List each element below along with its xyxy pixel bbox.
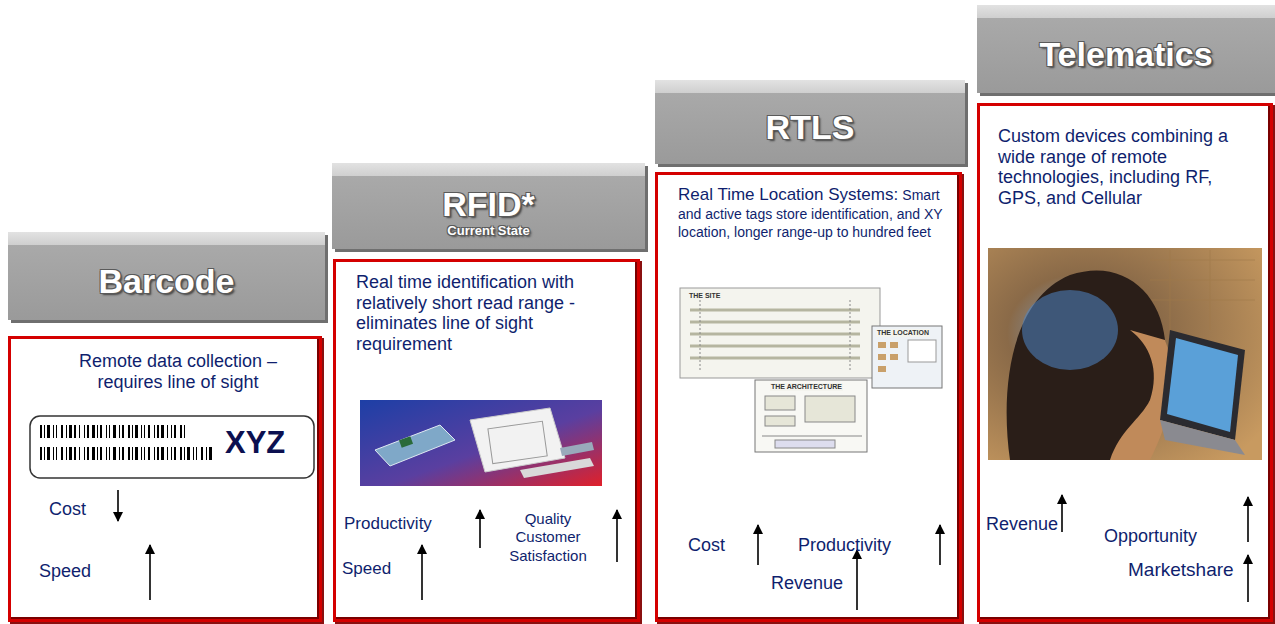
- text-block: Speed: [39, 561, 91, 582]
- up-arrow: [757, 525, 759, 565]
- telematics-photo: [988, 248, 1262, 460]
- up-arrow: [1247, 497, 1249, 542]
- rfid-tag-photo: [360, 400, 602, 486]
- up-arrow: [616, 510, 618, 562]
- text-block: Productivity: [344, 514, 432, 534]
- header-tab: Telematics: [977, 5, 1275, 93]
- box-text: Quality Customer Satisfaction: [509, 510, 587, 564]
- text-block: Revenue: [986, 514, 1058, 535]
- box-text: Custom devices combining a wide range of…: [998, 126, 1228, 208]
- text-block: Speed: [342, 559, 391, 579]
- illustration-label: THE SITE: [688, 292, 722, 300]
- content-box: Real Time Location Systems:Smart and act…: [655, 172, 962, 622]
- box-text: Opportunity: [1104, 526, 1197, 546]
- header-title: RTLS: [766, 109, 855, 146]
- text-block: Quality Customer Satisfaction: [492, 510, 604, 565]
- up-arrow: [939, 525, 941, 565]
- content-box: Remote data collection – requires line o…: [8, 336, 322, 622]
- box-text: Revenue: [771, 573, 843, 593]
- box-text: Speed: [39, 561, 91, 581]
- barcode-frame: [30, 416, 314, 478]
- down-arrow: [117, 490, 119, 521]
- text-block: Marketshare: [1128, 559, 1234, 581]
- text-block: Real time identification with relatively…: [356, 272, 628, 355]
- box-text: Speed: [342, 559, 391, 578]
- header-tab: RTLS: [655, 80, 965, 164]
- illustration-label: THE ARCHITECTURE: [770, 383, 843, 391]
- text-block: Opportunity: [1104, 526, 1197, 547]
- text-block: Cost: [688, 535, 725, 556]
- rtls-site-diagram: [680, 288, 942, 452]
- box-text: Marketshare: [1128, 559, 1234, 580]
- text-block: Custom devices combining a wide range of…: [998, 126, 1260, 209]
- text-block: XYZ: [225, 425, 285, 461]
- content-box: Real time identification with relatively…: [333, 259, 640, 622]
- header-tab: Barcode: [8, 232, 325, 320]
- illustration-label: THE LOCATION: [876, 329, 930, 337]
- box-text: Real Time Location Systems:: [678, 185, 898, 204]
- up-arrow: [421, 545, 423, 600]
- text-block: Productivity: [798, 535, 891, 556]
- up-arrow: [149, 545, 151, 600]
- header-title: Barcode: [98, 263, 234, 300]
- box-text: Remote data collection – requires line o…: [79, 351, 277, 392]
- header-title: Current State: [447, 224, 529, 238]
- barcode-bars: [40, 425, 212, 460]
- content-box: Custom devices combining a wide range of…: [977, 103, 1273, 622]
- box-text: Cost: [688, 535, 725, 555]
- text-block: Cost: [49, 499, 86, 520]
- box-text: XYZ: [225, 425, 285, 460]
- up-arrow: [479, 510, 481, 548]
- box-text: Cost: [49, 499, 86, 519]
- box-text: Productivity: [344, 514, 432, 533]
- box-text: Productivity: [798, 535, 891, 555]
- header-title: RFID*: [442, 186, 535, 223]
- text-block: Revenue: [771, 573, 843, 594]
- up-arrow: [856, 550, 858, 610]
- box-text: Real time identification with relatively…: [356, 272, 575, 354]
- header-title: Telematics: [1039, 36, 1212, 73]
- header-tab: RFID*Current State: [332, 163, 645, 249]
- up-arrow: [1061, 495, 1063, 532]
- text-block: Remote data collection – requires line o…: [47, 351, 309, 392]
- up-arrow: [1247, 555, 1249, 602]
- box-text: Revenue: [986, 514, 1058, 534]
- trend-arrows: [118, 490, 1248, 610]
- text-block: Real Time Location Systems:Smart and act…: [678, 185, 950, 241]
